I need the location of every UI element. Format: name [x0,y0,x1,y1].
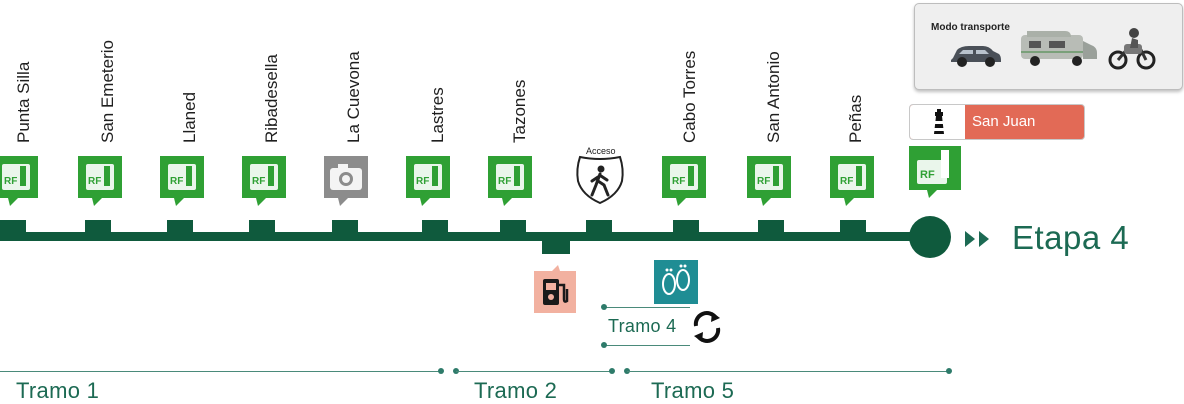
route-tick [500,220,526,236]
stop-label-punta-silla: Punta Silla [14,61,33,143]
rf-lighthouse-icon[interactable]: RF [404,154,452,208]
tramo2-line [456,371,612,372]
rf-lighthouse-icon[interactable]: RF [76,154,124,208]
tramo2-label: Tramo 2 [474,378,558,403]
svg-text:RF: RF [840,176,853,187]
route-end-circle [909,216,951,258]
tramo1-line [0,371,441,372]
svg-text:RF: RF [88,176,101,187]
stop-label-cabo-torres: Cabo Torres [680,50,699,143]
route-tick [332,220,358,236]
motorcycle-icon[interactable] [1108,26,1156,72]
svg-text:RF: RF [498,176,511,187]
route-tick [673,220,699,236]
route-tick [85,220,111,236]
stop-label-san-antonio: San Antonio [764,51,783,143]
transport-panel: Modo transporte [914,3,1183,90]
svg-text:RF: RF [416,176,429,187]
tramo4-label: Tramo 4 [608,316,677,336]
svg-text:RF: RF [920,169,935,181]
san-juan-label: San Juan [972,113,1036,130]
rf-lighthouse-icon[interactable]: RF [0,154,40,208]
tramo1-label: Tramo 1 [16,378,100,403]
lighthouse-icon [934,109,944,134]
stop-label-san-emeterio: San Emeterio [98,40,117,143]
refresh-icon[interactable] [688,308,726,346]
route-tick [422,220,448,236]
footprints-icon[interactable] [652,258,700,308]
rf-lighthouse-icon[interactable]: RF [745,154,793,208]
route-tick [586,220,612,236]
tramo5-end-dot [946,368,952,374]
rf-lighthouse-icon[interactable]: RF [158,154,206,208]
svg-text:RF: RF [170,176,183,187]
stop-label-penas: Peñas [846,94,865,143]
route-tick-down [542,236,570,254]
acceso-label: Acceso [586,146,616,156]
svg-text:RF: RF [757,176,770,187]
stop-label-ribadesella: Ribadesella [262,54,281,143]
route-line [0,232,925,241]
route-tick [840,220,866,236]
tramo4-line-bottom [604,345,690,346]
tramo5-line [627,371,949,372]
svg-text:RF: RF [672,176,685,187]
tramo4-dot [601,304,607,310]
camper-van-icon[interactable] [1019,29,1099,69]
svg-text:RF: RF [4,176,17,187]
double-chevron-right-icon [965,231,989,247]
stop-label-la-cuevona: La Cuevona [344,51,363,143]
tramo5-label: Tramo 5 [651,378,735,403]
route-tick [758,220,784,236]
tramo1-end-dot [438,368,444,374]
route-tick [0,220,26,236]
car-icon[interactable] [949,40,1003,68]
camera-icon[interactable] [322,154,370,208]
san-juan-stop[interactable]: San Juan [909,104,1085,140]
stop-label-tazones: Tazones [510,79,529,143]
route-tick [167,220,193,236]
transport-panel-title: Modo transporte [931,22,1010,33]
svg-text:RF: RF [252,176,265,187]
walker-shield-icon[interactable] [574,155,626,205]
stop-label-llaned: Llaned [180,91,199,143]
route-tick [249,220,275,236]
etapa-label[interactable]: Etapa 4 [1012,219,1130,256]
rf-lighthouse-icon[interactable]: RF [828,154,876,208]
tramo2-end-dot [609,368,615,374]
tramo4-line-top [604,307,690,308]
rf-lighthouse-icon[interactable]: RF [486,154,534,208]
tramo4-dot [601,342,607,348]
rf-lighthouse-icon[interactable]: RF [660,154,708,208]
stop-label-lastres: Lastres [428,87,447,143]
fuel-station-icon[interactable] [532,263,578,315]
rf-lighthouse-icon[interactable]: RF [907,144,963,200]
rf-lighthouse-icon[interactable]: RF [240,154,288,208]
sanjuan-icon-box [910,105,965,139]
